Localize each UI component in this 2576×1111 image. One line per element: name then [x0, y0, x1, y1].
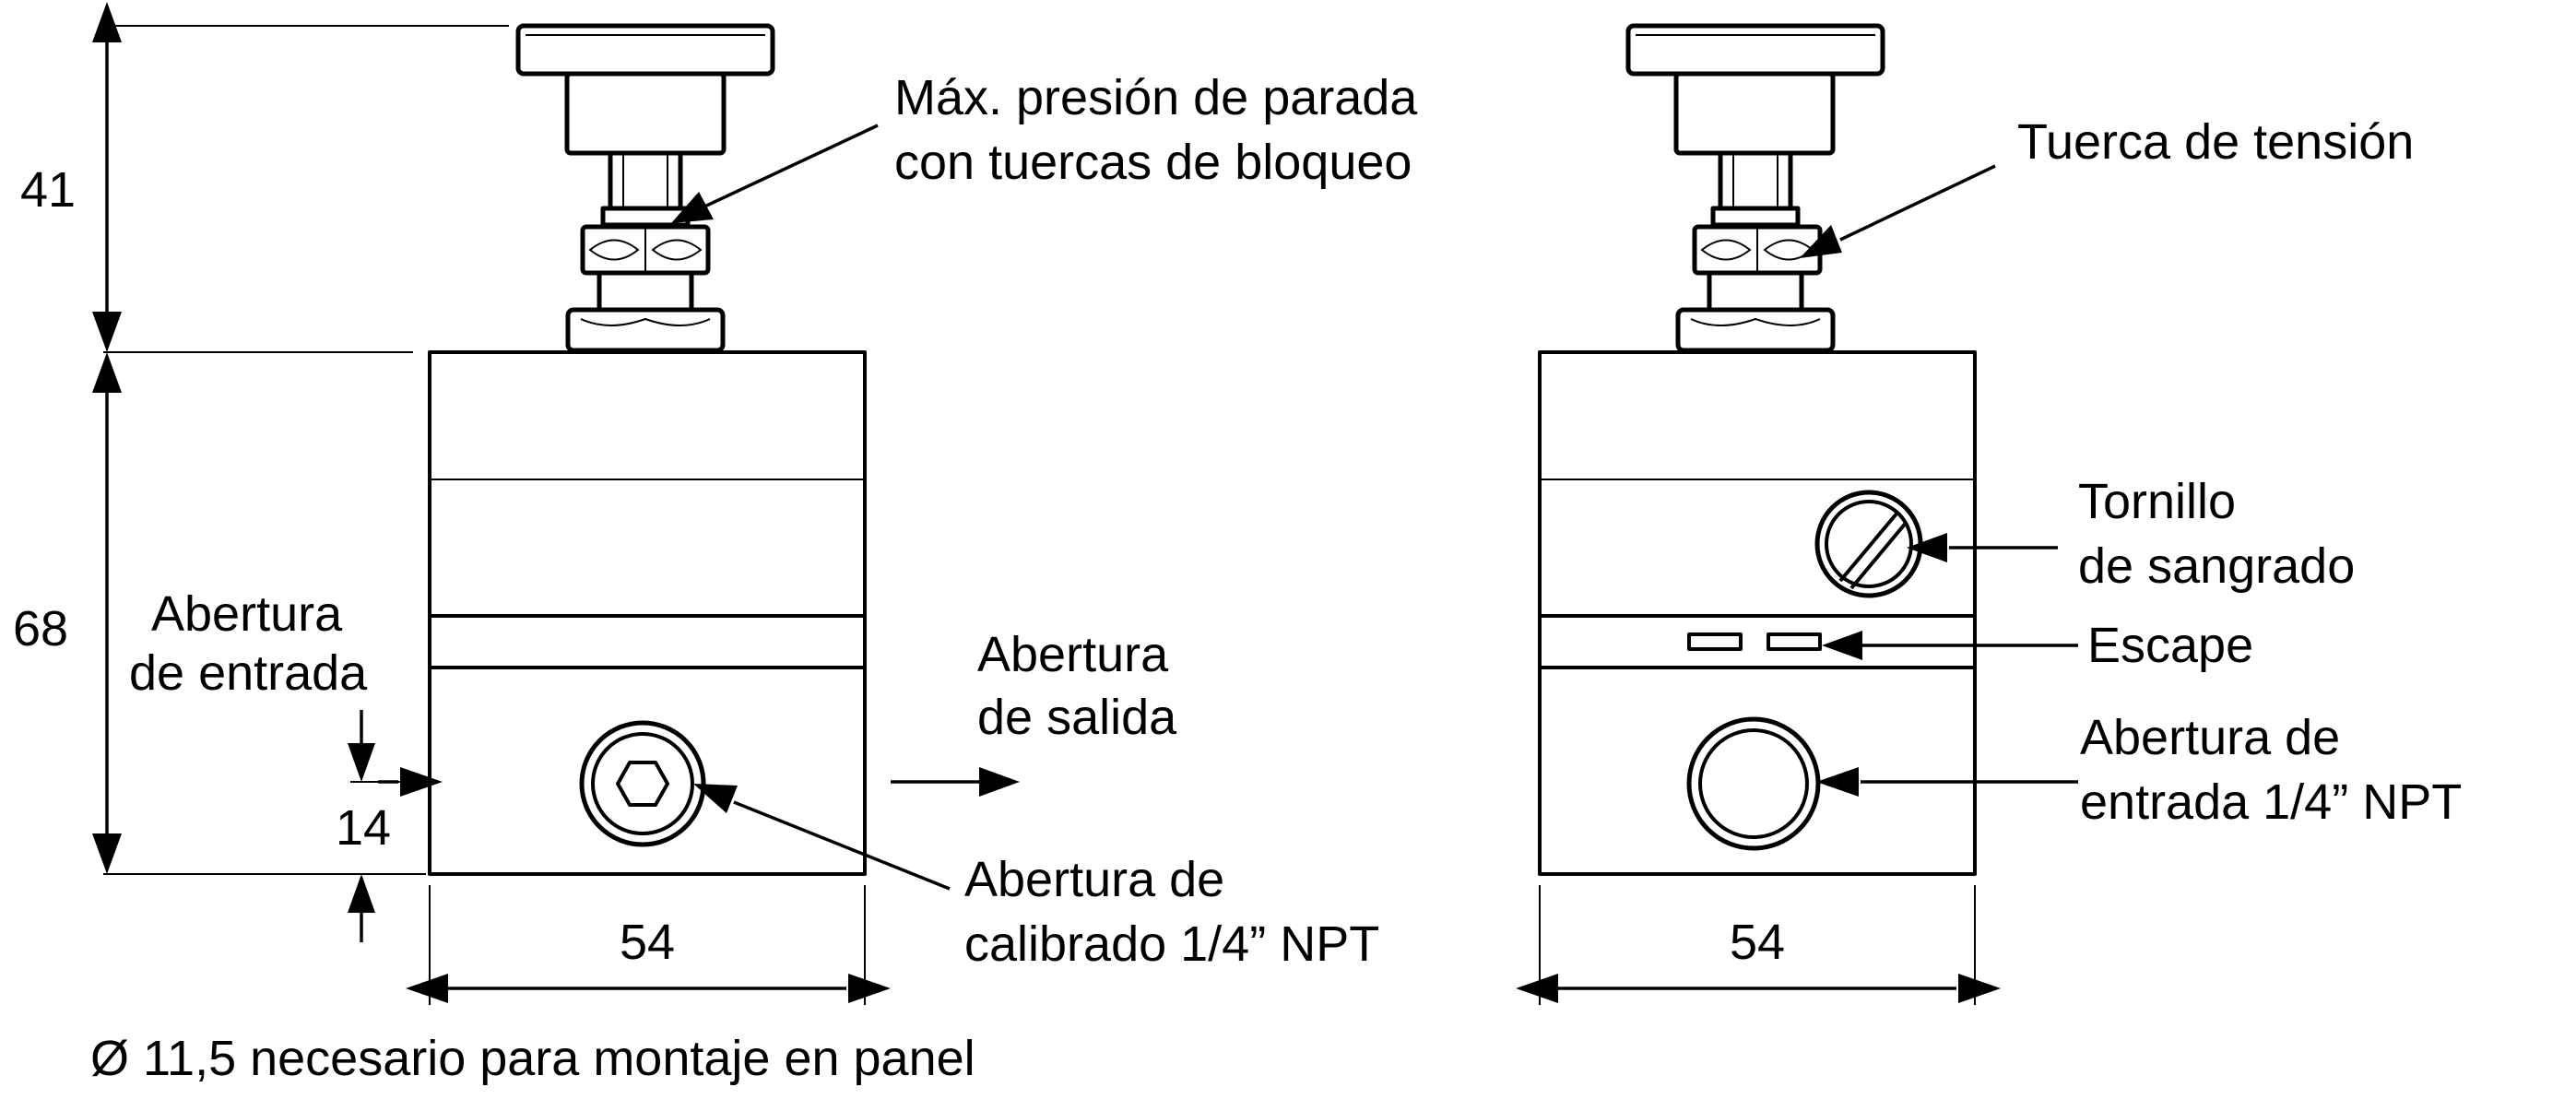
stop-label-line1: Máx. presión de parada — [894, 70, 1418, 125]
right-stem — [1710, 150, 1801, 228]
left-regulator-body — [428, 350, 867, 876]
bleed-label-line2: de sangrado — [2078, 538, 2355, 594]
left-gauge-port-plug — [579, 720, 706, 847]
right-regulator-body — [1538, 350, 1977, 876]
dimension-41 — [92, 2, 509, 353]
right-regulator-view — [1538, 23, 1977, 876]
outlet-label-line1: Abertura — [977, 627, 1169, 682]
dim-41-text: 41 — [20, 162, 76, 218]
dim-54-right-text: 54 — [1730, 915, 1785, 970]
exhaust-slots — [1687, 632, 1822, 651]
inlet-label-line1: Abertura — [151, 586, 343, 642]
dim-54-left-text: 54 — [620, 915, 675, 970]
left-lock-nuts — [565, 224, 726, 353]
inlet-flow-arrow — [378, 767, 443, 797]
outlet-label-line2: de salida — [977, 690, 1177, 745]
dimension-14 — [348, 710, 426, 942]
left-regulator-view — [428, 23, 867, 876]
dimension-54-right — [1516, 885, 2001, 1005]
right-inlet-label-line1: Abertura de — [2080, 710, 2340, 765]
panel-mount-footnote: Ø 11,5 necesario para montaje en panel — [90, 1031, 975, 1086]
left-stem — [600, 150, 691, 228]
right-inlet-port — [1686, 716, 1821, 851]
bleed-screw — [1814, 490, 1923, 598]
leader-tension-nut — [1800, 164, 1996, 258]
leader-stop-nut — [671, 124, 879, 223]
right-tension-nut — [1675, 224, 1836, 353]
leader-exhaust — [1822, 631, 2078, 660]
bleed-label-line1: Tornillo — [2078, 474, 2236, 529]
leader-bleed-screw — [1907, 533, 2058, 562]
dimension-54-left — [406, 885, 891, 1005]
gauge-label-line1: Abertura de — [964, 852, 1224, 907]
gauge-label-line2: calibrado 1/4” NPT — [964, 916, 1379, 972]
outlet-flow-arrow — [891, 767, 1020, 797]
tension-nut-label: Tuerca de tensión — [2017, 114, 2414, 170]
dim-14-text: 14 — [336, 800, 391, 856]
dim-68-text: 68 — [13, 601, 68, 656]
right-adjustment-knob — [1625, 23, 1885, 156]
left-adjustment-knob — [515, 23, 775, 156]
leader-right-inlet — [1816, 767, 2078, 797]
leader-gauge-port — [693, 784, 951, 891]
dimension-68 — [92, 352, 426, 875]
right-inlet-label-line2: entrada 1/4” NPT — [2080, 774, 2462, 830]
exhaust-label: Escape — [2087, 618, 2253, 673]
stop-label-line2: con tuercas de bloqueo — [894, 135, 1412, 190]
inlet-label-line2: de entrada — [129, 645, 368, 701]
